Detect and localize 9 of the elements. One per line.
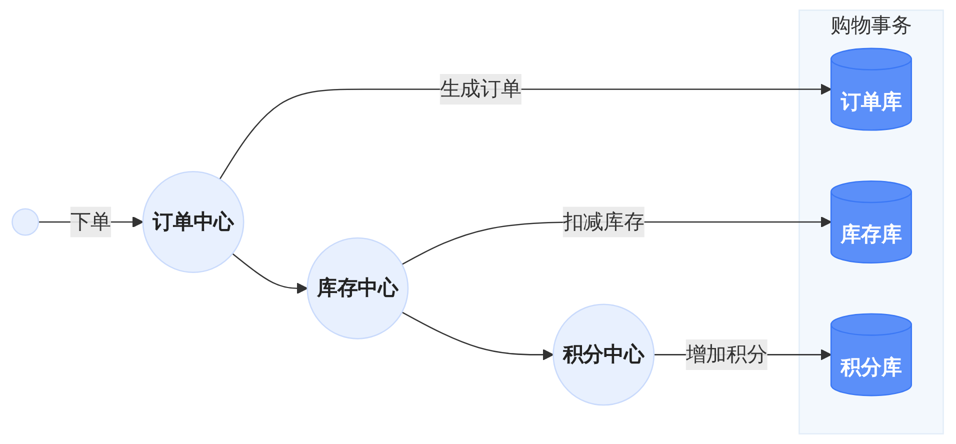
edge-label: 下单 [70, 209, 112, 234]
edge-label: 扣减库存 [563, 209, 645, 234]
node-circle: 库存中心 [306, 237, 409, 340]
arrow [232, 253, 308, 294]
edge-label: 生成订单 [440, 76, 522, 101]
node-circle: 订单中心 [142, 171, 245, 273]
node-circle [12, 208, 40, 236]
edge-label: 增加积分 [686, 342, 768, 366]
arrow [402, 312, 554, 360]
